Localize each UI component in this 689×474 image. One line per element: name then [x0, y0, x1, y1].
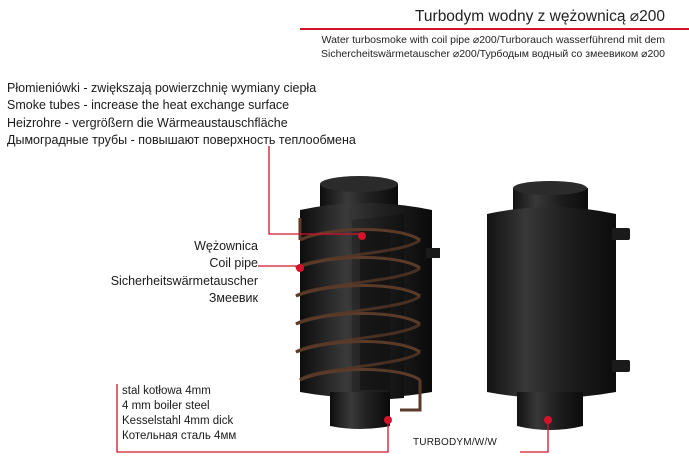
smoke-tubes-line: Дымоградные трубы - повышают поверхность…: [7, 132, 356, 147]
leader-lines: [116, 146, 549, 453]
smoke-tubes-line: Płomieniówki - zwiększają powierzchnię w…: [7, 81, 317, 95]
leader-dot: [544, 416, 552, 424]
outer-shell: [487, 207, 616, 398]
boiler-steel-line: Котельная сталь 4мм: [122, 430, 237, 442]
smoke-tubes-leader: [268, 146, 362, 235]
leader-dots: [296, 232, 552, 424]
subtitle-line: Water turbosmoke with coil pipe ⌀200/Tur…: [321, 34, 665, 46]
side-connector: [426, 248, 440, 258]
side-connector-bottom: [612, 360, 630, 372]
boiler-steel-line: 4 mm boiler steel: [122, 400, 210, 412]
coil-spiral: [295, 218, 422, 412]
boiler-steel-leader: [116, 384, 389, 453]
side-connector-top: [612, 228, 630, 240]
smoke-tubes-line: Heizrohre - vergrößern die Wärmeaustausc…: [7, 115, 288, 130]
coil-pipe-label: Wężownica Coil pipe Sicherheitswärmetaus…: [111, 238, 258, 307]
bottom-pipe: [330, 392, 390, 429]
leader-dot: [358, 232, 366, 240]
boiler-steel-line: stal kotłowa 4mm: [122, 385, 211, 397]
model-leader: [520, 420, 549, 453]
cutaway-unit: [295, 176, 440, 429]
smoke-tubes-label: Płomieniówki - zwiększają powierzchnię w…: [7, 80, 356, 149]
boiler-steel-line: Kesselstahl 4mm dick: [122, 415, 234, 427]
title-underline: [300, 28, 689, 30]
top-pipe-rim: [320, 176, 398, 192]
leader-dot: [384, 416, 392, 424]
leader-dot: [296, 264, 304, 272]
closed-unit: [487, 181, 630, 430]
bottom-pipe: [517, 392, 583, 430]
smoke-tubes-line: Smoke tubes - increase the heat exchange…: [7, 98, 290, 113]
coil-pipe-line: Coil pipe: [209, 256, 258, 271]
product-subtitle: Water turbosmoke with coil pipe ⌀200/Tur…: [321, 33, 665, 61]
top-pipe-rim: [513, 181, 587, 195]
subtitle-line: Sichercheitswärmetauscher ⌀200/Турбодым …: [320, 48, 665, 60]
coil-pipe-line: Sicherheitswärmetauscher: [110, 273, 258, 288]
coil-pipe-line: Wężownica: [194, 239, 258, 253]
product-title: Turbodym wodny z wężownicą ⌀200: [415, 8, 665, 25]
model-code: TURBODYM/W/W: [413, 437, 498, 448]
coil-pipe-line: Змеевик: [208, 290, 258, 305]
boiler-steel-label: stal kotłowa 4mm 4 mm boiler steel Kesse…: [122, 384, 236, 444]
